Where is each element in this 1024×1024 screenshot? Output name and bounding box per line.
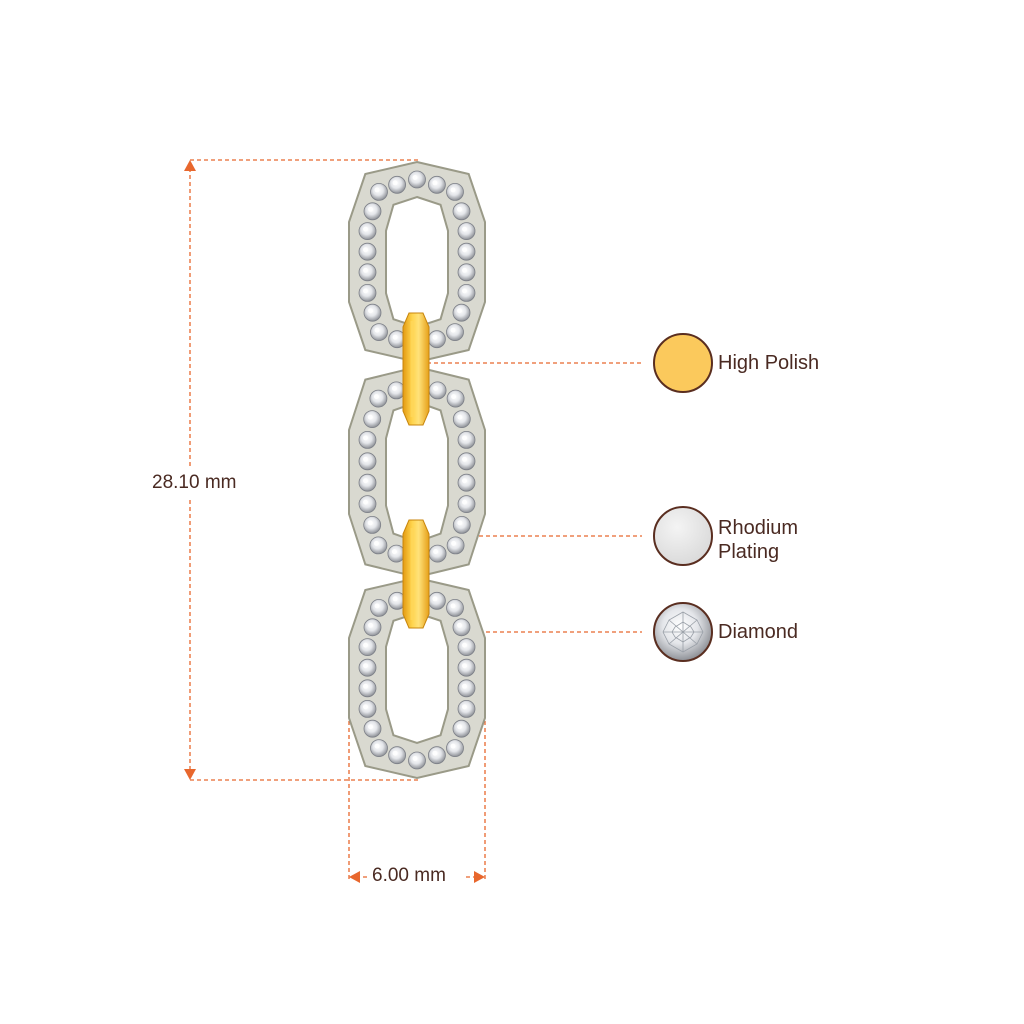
diamond-swatch — [653, 602, 713, 662]
diamond-stone — [457, 283, 476, 302]
diamond-stone — [446, 739, 464, 757]
diamond-stone — [457, 263, 476, 282]
diamond-stone — [457, 679, 476, 698]
diamond-stone — [446, 182, 464, 201]
diamond-stone — [427, 330, 446, 349]
gold-connector-top — [402, 312, 430, 426]
diamond-stone — [427, 591, 446, 610]
diamond-stone — [369, 536, 388, 555]
diamond-stone — [408, 751, 426, 770]
height-arrow-up-icon — [184, 160, 196, 171]
diamond-stone — [363, 410, 382, 429]
high-polish-swatch — [653, 333, 713, 393]
gold-connector-bottom — [402, 519, 430, 629]
width-arrow-right-icon — [474, 871, 485, 883]
diamond-stone — [457, 658, 476, 677]
diamond-stone — [387, 381, 406, 400]
diamond-stone — [370, 739, 388, 757]
diamond-stone — [358, 242, 377, 261]
diamond-stone — [363, 303, 382, 322]
diamond-stone — [457, 700, 476, 718]
diamond-stone — [370, 599, 388, 617]
diamond-stone — [370, 323, 388, 342]
diamond-stone — [358, 222, 377, 241]
width-dimension-label: 6.00 mm — [372, 865, 446, 886]
diamond-stone — [457, 495, 476, 514]
diamond-stone — [452, 719, 471, 738]
diamond-stone — [363, 202, 382, 221]
bottom-link — [348, 576, 486, 780]
diamond-stone — [457, 222, 476, 241]
legend-label-rhodium-plating: Rhodium Plating — [718, 517, 799, 563]
diamond-stone — [428, 381, 447, 400]
diamond-stone — [358, 283, 377, 302]
diamond-stone — [457, 452, 476, 471]
top-link — [348, 160, 486, 364]
diamond-stone — [388, 746, 407, 765]
diamond-stone — [427, 746, 446, 765]
width-arrow-left-icon — [349, 871, 360, 883]
diamond-stone — [427, 175, 446, 194]
height-arrow-down-icon — [184, 769, 196, 780]
diamond-stone — [388, 175, 407, 194]
diamond-stone — [370, 182, 388, 201]
diamond-stone — [457, 638, 476, 656]
diamond-stone — [363, 618, 382, 637]
diamond-stone — [358, 638, 377, 656]
diamond-stone — [457, 473, 476, 492]
diamond-stone — [358, 430, 377, 449]
diamond-stone — [457, 242, 476, 261]
diamond-stone — [369, 389, 388, 408]
diamond-stone — [358, 495, 377, 514]
diamond-stone — [408, 170, 426, 189]
diamond-stone — [358, 679, 377, 698]
height-dimension — [189, 159, 420, 781]
diamond-stone — [452, 303, 471, 322]
diamond-stone — [446, 599, 464, 617]
diamond-stone — [358, 700, 377, 718]
diamond-stone — [452, 516, 471, 534]
legend-label-high-polish: High Polish — [718, 352, 820, 374]
diamond-stone — [387, 544, 406, 563]
diamond-stone — [446, 323, 464, 342]
height-dimension-label: 28.10 mm — [152, 472, 237, 493]
rhodium-plating-swatch — [653, 506, 713, 566]
diamond-stone — [363, 516, 382, 534]
diamond-stone — [358, 473, 377, 492]
diamond-stone — [452, 202, 471, 221]
diamond-stone — [446, 536, 465, 555]
earring-illustration — [348, 160, 486, 780]
diamond-stone — [428, 544, 447, 563]
diamond-stone — [457, 430, 476, 449]
diamond-stone — [363, 719, 382, 738]
diamond-stone — [358, 452, 377, 471]
diamond-stone — [358, 263, 377, 282]
diamond-stone — [452, 410, 471, 429]
legend-label-diamond: Diamond — [718, 621, 799, 643]
diamond-stone — [358, 658, 377, 677]
diamond-stone — [452, 618, 471, 637]
diamond-stone — [446, 389, 465, 408]
